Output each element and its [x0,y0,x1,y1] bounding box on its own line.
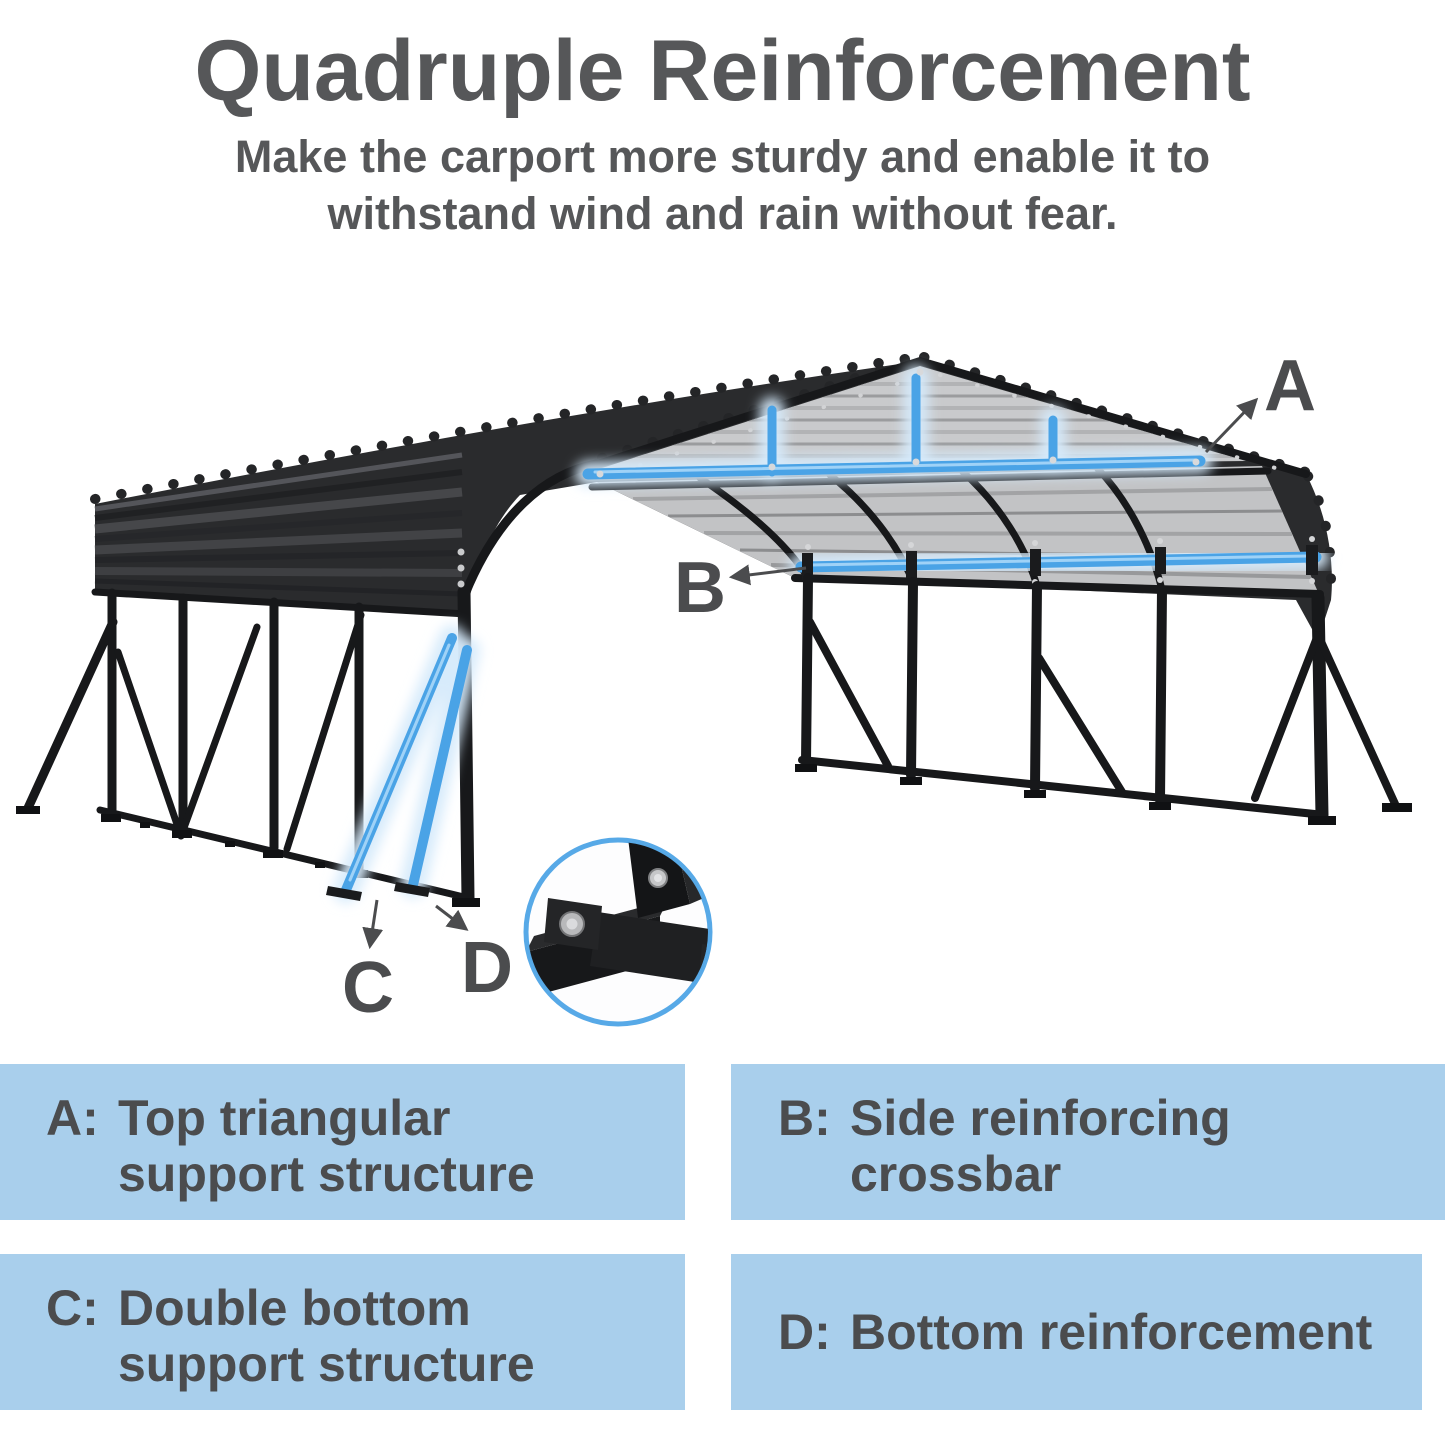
callout-c-letter: C [342,948,394,1028]
right-post-2 [906,577,918,780]
right-corner-brace-outer [1314,631,1400,810]
left-brace-2 [177,623,261,840]
corner-bolts [457,548,465,588]
ridge-scallops [90,352,923,504]
legend-box-c: C: Double bottom support structure [0,1254,685,1410]
subtitle-line-1: Make the carport more sturdy and enable … [234,131,1211,182]
right-post-4 [1155,585,1167,805]
callout-d-arrow [435,904,469,931]
support-strut-2-highlight [408,645,472,890]
legend-key-c: C: [46,1280,99,1336]
truss-bolts [596,368,1200,478]
callout-c-arrow [362,899,384,950]
callout-c: C [342,899,394,1028]
legend-key-b: B: [778,1090,831,1146]
eave-beam [791,574,1324,598]
callout-b-letter: B [674,548,726,628]
gable-rafters [594,356,1310,478]
page-subtitle: Make the carport more sturdy and enable … [0,128,1445,242]
right-post-3 [1030,581,1042,793]
legend-text-d: Bottom reinforcement [850,1304,1373,1360]
legend-box-a: A: Top triangular support structure [0,1064,685,1220]
callout-d-letter: D [461,928,513,1008]
support-foot-1 [326,886,362,901]
legend-key-d: D: [778,1304,831,1360]
left-rafter-scallops [597,354,921,463]
right-corner-post [1311,591,1329,822]
gable-truss [575,356,1310,491]
right-brace-2 [1035,654,1126,796]
callout-d: D [435,904,513,1008]
truss-chord-core [593,458,1197,474]
callout-a: A [1204,346,1316,454]
legend-key-a: A: [46,1090,99,1146]
right-wall [795,573,1412,825]
subtitle-line-2: withstand wind and rain without fear. [327,188,1118,239]
callout-a-letter: A [1264,346,1316,426]
detail-inset [523,837,713,1027]
legend-box-d: D: Bottom reinforcement [731,1254,1422,1410]
crossbar-core [808,554,1310,567]
right-base-rail [798,756,1328,819]
page-title: Quadruple Reinforcement [194,23,1251,119]
left-top-rail [91,588,470,618]
bottom-supports [326,625,480,903]
support-strut-core [348,643,451,882]
right-edge-scallops [1303,471,1337,603]
side-crossbar [788,536,1329,589]
right-post-1 [801,573,813,767]
callout-b-arrow [728,564,807,586]
legend-text-c: Double bottom support structure [118,1280,535,1392]
side-panel-corrugation [94,452,463,597]
right-brace-1 [806,618,892,770]
callout-a-arrow [1204,397,1259,454]
inset-bracket [528,842,708,998]
legend-box-b: B: Side reinforcing crossbar [731,1064,1445,1220]
callout-b: B [674,548,807,628]
left-buttress [23,617,118,813]
legend-text-a: Top triangular support structure [118,1090,535,1202]
inset-bolts [559,868,668,937]
support-foot-2 [394,882,430,897]
right-corner-brace-inner [1251,631,1322,802]
legend-text-b: Side reinforcing crossbar [850,1090,1231,1202]
left-brace-3 [283,611,365,853]
right-feet [795,764,1412,825]
left-brace-1 [114,648,185,840]
